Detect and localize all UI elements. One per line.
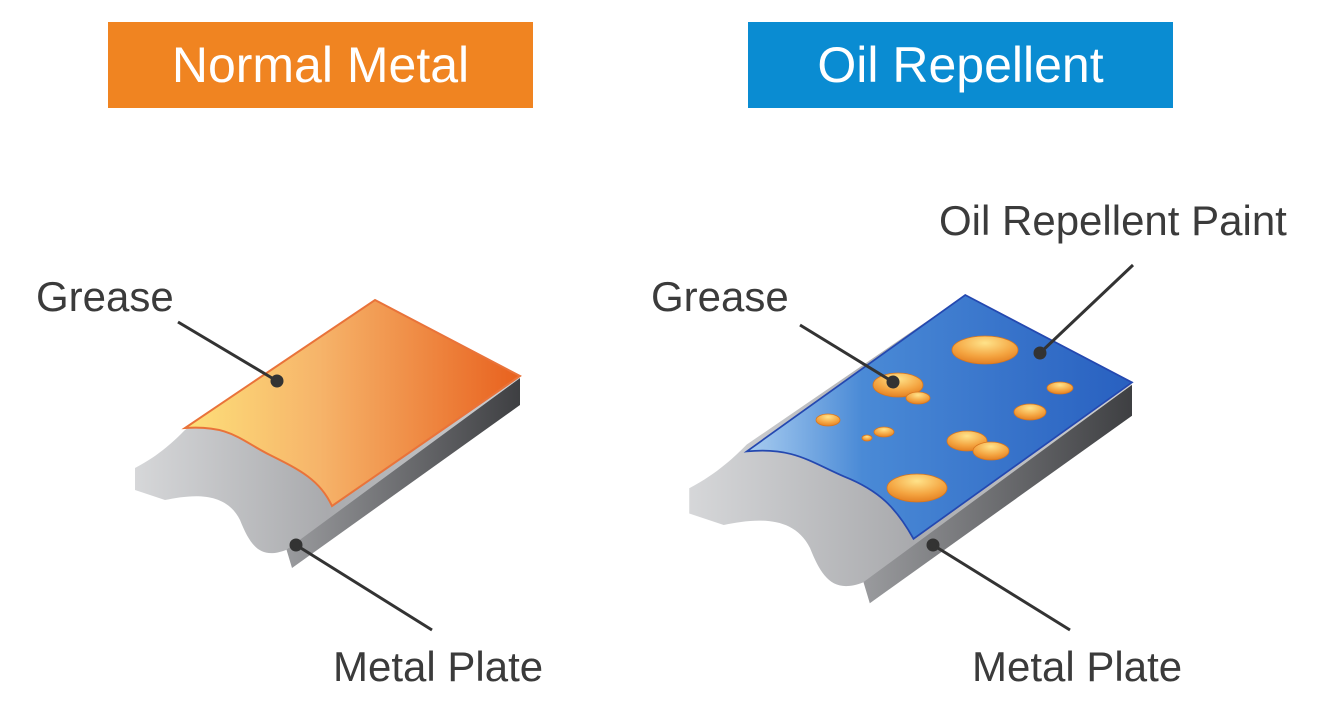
grease-droplets <box>815 335 1074 503</box>
grease-layer <box>181 298 522 508</box>
right-grease-label: Grease <box>651 273 789 320</box>
droplet <box>861 434 873 442</box>
right-metal-plate-label: Metal Plate <box>972 643 1183 690</box>
leader-lines <box>177 263 1135 632</box>
oil-repellent-paint-label: Oil Repellent Paint <box>939 197 1287 244</box>
droplet <box>905 391 931 405</box>
droplet <box>1013 403 1047 421</box>
normal-metal-plate <box>135 298 522 568</box>
droplet <box>815 413 841 427</box>
droplet <box>886 473 948 503</box>
normal-metal-header: Normal Metal <box>108 22 533 108</box>
droplet <box>972 441 1010 461</box>
left-grease-label: Grease <box>36 273 174 320</box>
droplet <box>1046 381 1074 395</box>
oil-repellent-plate <box>689 293 1134 604</box>
droplet <box>873 426 895 438</box>
droplet <box>951 335 1019 365</box>
left-metal-plate-label: Metal Plate <box>333 643 544 690</box>
oil-repellent-header: Oil Repellent <box>748 22 1173 108</box>
